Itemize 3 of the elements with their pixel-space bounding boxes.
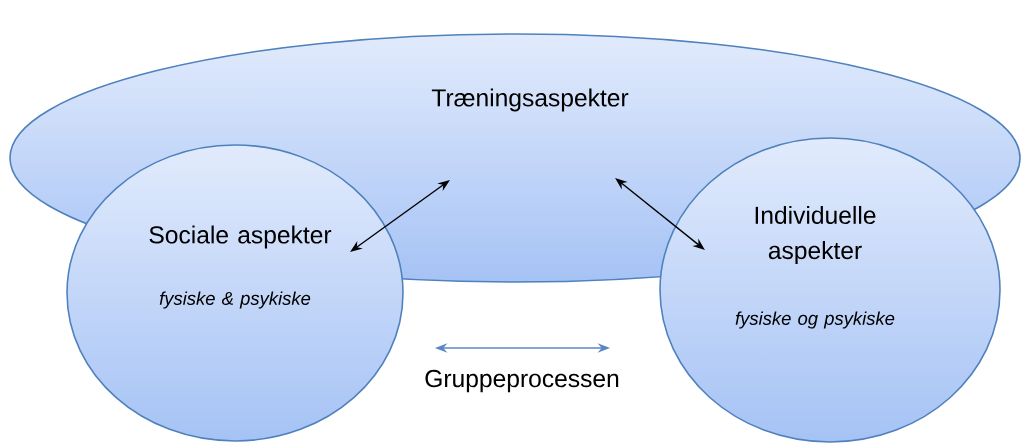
edge-label: Gruppeprocessen [425,369,619,393]
double-arrow [350,180,450,252]
double-arrow [615,178,705,250]
